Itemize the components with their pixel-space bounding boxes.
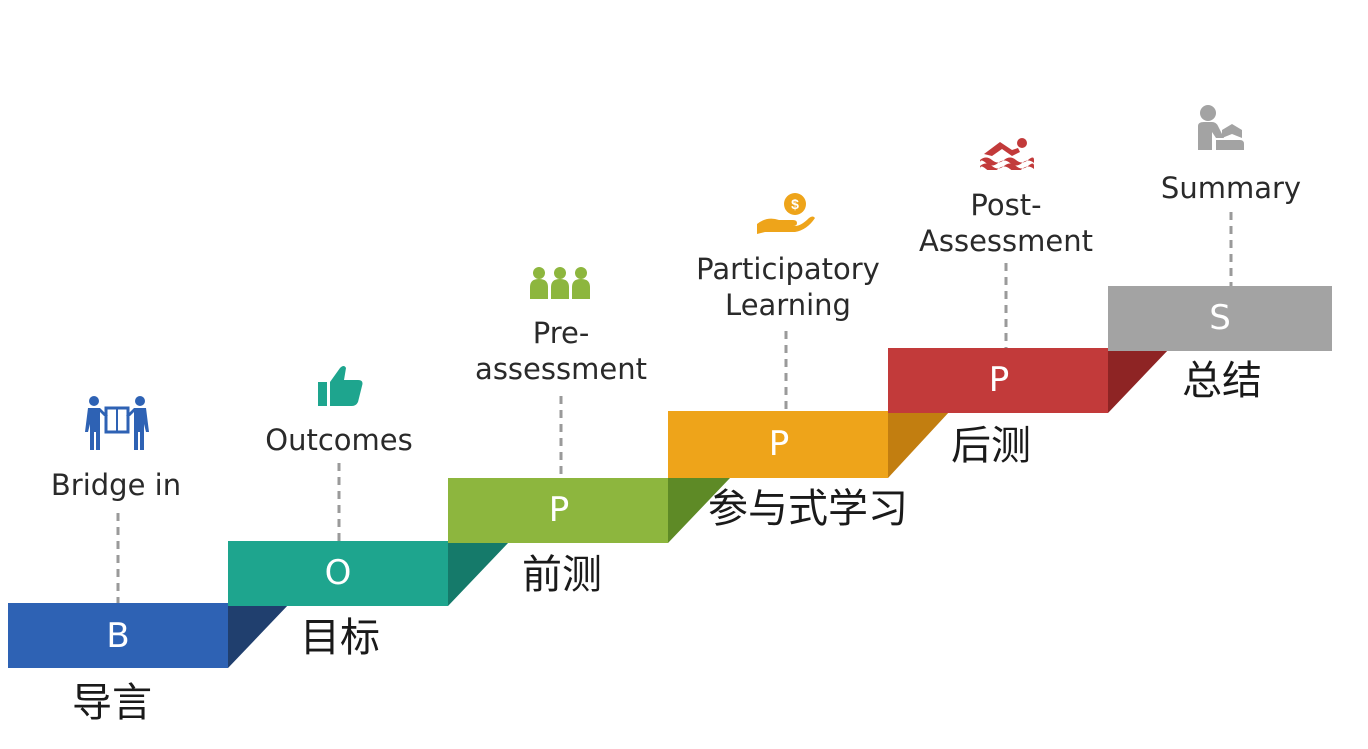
step-b-chinese-label: 导言	[72, 680, 152, 726]
step-p3-bar	[888, 348, 1108, 413]
step-s-letter: S	[1209, 298, 1231, 338]
step-o-english-label: Outcomes	[265, 423, 413, 457]
step-b-english-label: Bridge in	[50, 468, 182, 502]
hand-coin-icon: $	[757, 193, 815, 234]
step-p1-chinese-label: 前测	[522, 552, 602, 598]
step-p2-letter: P	[768, 424, 790, 464]
people-carrying-box-icon	[85, 396, 149, 450]
step-o-bar	[228, 541, 448, 606]
step-p1-letter: P	[548, 490, 570, 530]
step-s-english-label: Summary	[1160, 171, 1302, 205]
step-p3-english-label: Post- Assessment	[919, 188, 1093, 258]
step-p1-english-label: Pre- assessment	[475, 316, 647, 386]
step-b-bar	[8, 603, 228, 668]
step-p2-english-label: Participatory Learning	[696, 252, 880, 322]
step-o-letter: O	[324, 553, 352, 593]
step-p2-chinese-label: 参与式学习	[708, 486, 908, 532]
step-p2-bar	[668, 411, 888, 478]
step-p3-letter: P	[988, 360, 1010, 400]
reading-person-icon	[1198, 105, 1244, 150]
svg-text:$: $	[791, 196, 799, 212]
step-b-letter: B	[106, 616, 130, 656]
thumbs-up-icon	[318, 366, 363, 406]
step-o-chinese-label: 目标	[300, 615, 380, 661]
step-p1-bar	[448, 478, 668, 543]
swimmer-icon	[980, 138, 1034, 170]
step-s-chinese-label: 总结	[1182, 358, 1262, 404]
step-s-bar	[1108, 286, 1332, 351]
step-p3-chinese-label: 后测	[951, 423, 1031, 469]
group-icon	[530, 267, 590, 299]
